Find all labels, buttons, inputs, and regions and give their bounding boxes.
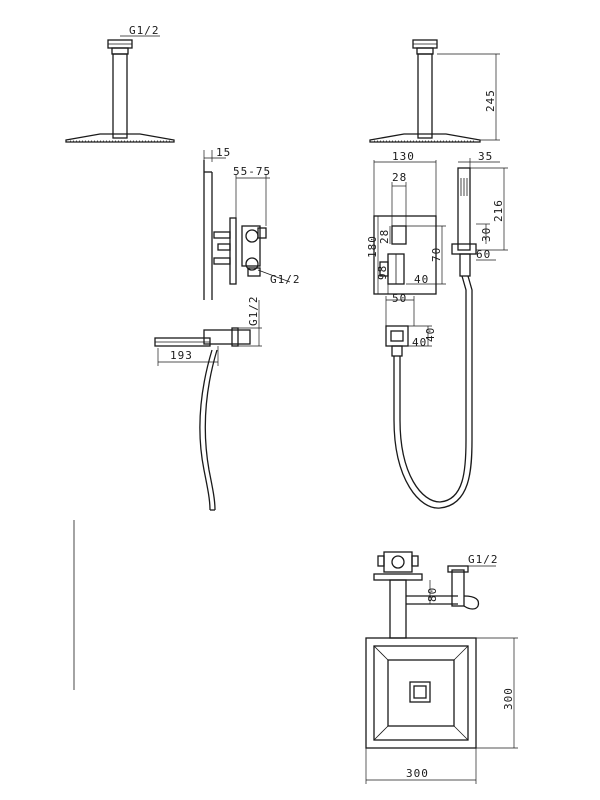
head-width-label: 300 [406, 767, 429, 780]
valve-depth-dimension: 55-75 [233, 165, 271, 226]
square-shower-head-top-view [365, 637, 477, 749]
plate-dimensions: 130 28 180 28 98 70 40 [366, 150, 446, 294]
plan-dimensions: G1/2 80 [426, 553, 499, 604]
head-drop-label: 245 [484, 89, 497, 112]
spout-thread-dimension: G1/2 [238, 296, 262, 347]
plan-thread-label: G1/2 [468, 553, 499, 566]
plate-height-label: 180 [366, 235, 379, 258]
head-size-dimensions: 300 300 [365, 637, 518, 784]
spout-length-label: 193 [170, 349, 193, 362]
plate-lower-label: 98 [376, 265, 389, 280]
wall-projection-label: 15 [216, 146, 231, 159]
valve-plan-view [373, 551, 480, 639]
plan-offset-label: 80 [426, 587, 439, 602]
plate-offset-label: 70 [430, 247, 443, 262]
plate-inner-label: 28 [392, 171, 407, 184]
valve-thread-dimension: G1/2 [257, 269, 301, 286]
holder-width-label: 60 [476, 248, 491, 261]
plate-width-label: 130 [392, 150, 415, 163]
valve-depth-label: 55-75 [233, 165, 271, 178]
handset-depth-label: 35 [478, 150, 493, 163]
ceiling-arm-side-view-right [369, 39, 481, 143]
wall-projection-dimension: 15 [203, 146, 231, 162]
head-drop-dimension: 245 [437, 53, 500, 141]
spout-length-dimension: 193 [157, 346, 219, 366]
holder-height-label: 30 [480, 227, 493, 242]
outlet-dimensions: 50 40 40 [385, 292, 437, 349]
spout-thread-label: G1/2 [247, 296, 260, 327]
hose-curve-front-view [393, 275, 473, 509]
outlet-width-label: 50 [392, 292, 407, 305]
outlet-side-label: 40 [412, 336, 427, 349]
hand-shower-front-view [451, 167, 477, 277]
handset-length-label: 216 [492, 199, 505, 222]
hand-shower-dimensions: 35 216 30 60 [458, 150, 508, 261]
wall-side-view [154, 160, 267, 511]
valve-thread-label: G1/2 [270, 273, 301, 286]
wall-outlet-front-view [385, 325, 409, 357]
head-depth-label: 300 [502, 687, 515, 710]
outlet-height-label: 40 [424, 327, 437, 342]
arm-thread-label: G1/2 [129, 24, 160, 37]
plate-inner-vertical-label: 28 [378, 229, 391, 244]
arm-thread-dimension: G1/2 [120, 24, 160, 37]
plate-gap-label: 40 [414, 273, 429, 286]
ceiling-arm-side-view-left [65, 39, 175, 143]
